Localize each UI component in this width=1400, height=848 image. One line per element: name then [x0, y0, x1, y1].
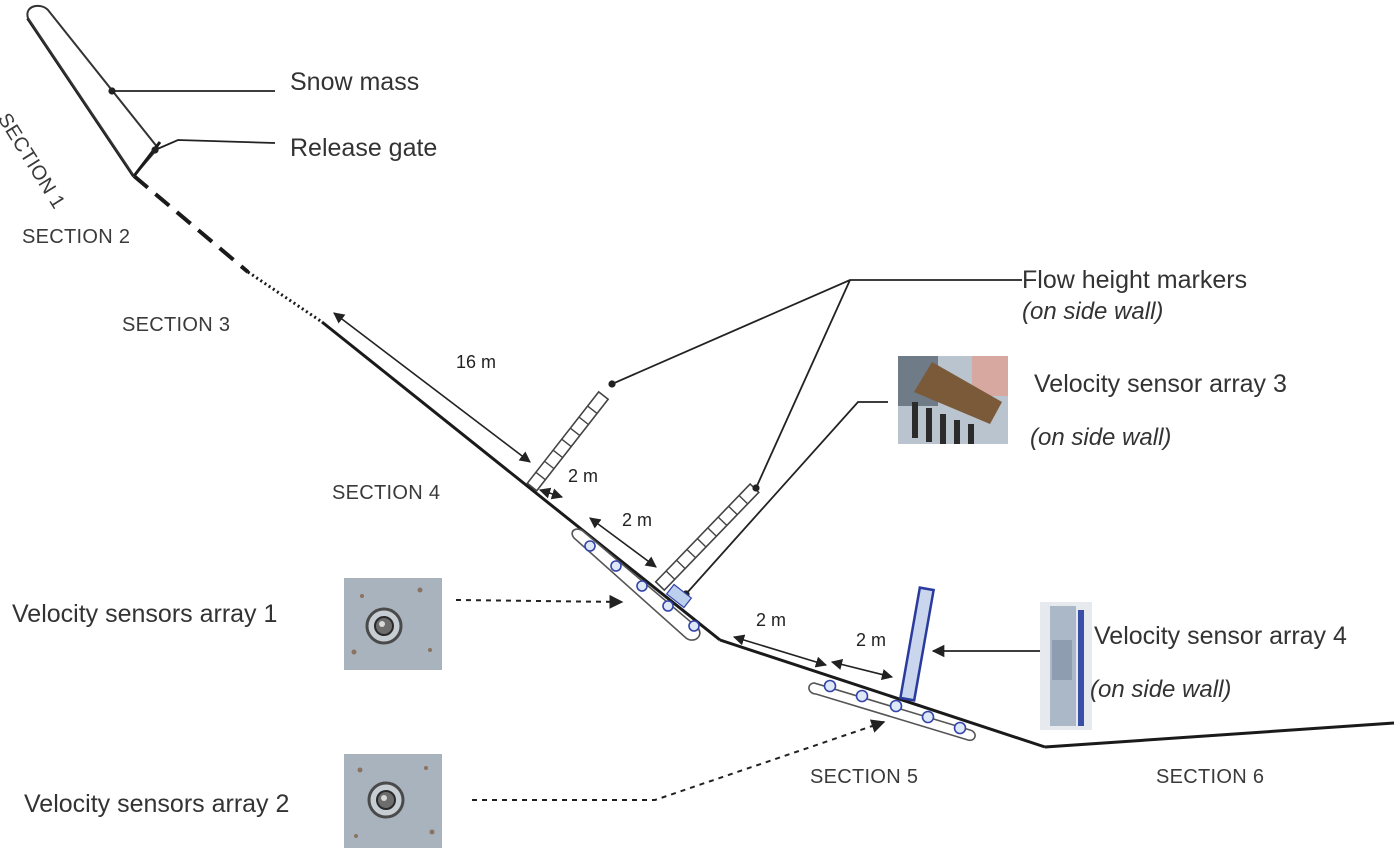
chute-section-5 [719, 638, 1046, 749]
vel3-sublabel: (on side wall) [1030, 424, 1172, 451]
dim-2m-b-arrow [589, 517, 657, 568]
section-5-label: SECTION 5 [810, 766, 919, 788]
dim-16m-arrow [333, 312, 531, 463]
release-gate-leader [151, 139, 276, 154]
sensor-plate-2 [808, 679, 976, 742]
flow-marker-ladder-1 [526, 390, 610, 492]
snow-mass-shape [26, 4, 160, 178]
flow-height-sublabel: (on side wall) [1022, 298, 1164, 325]
dim-2m-d-arrow [830, 659, 894, 680]
flow-height-leader-2 [752, 279, 851, 492]
section-3-label: SECTION 3 [122, 314, 231, 336]
dim-2m-c-arrow [732, 634, 828, 668]
vel1-label: Velocity sensors array 1 [12, 600, 278, 628]
vel4-sublabel: (on side wall) [1090, 676, 1232, 703]
section-6-label: SECTION 6 [1156, 766, 1265, 788]
dim-2m-b-label: 2 m [622, 510, 653, 530]
dim-16m-label: 16 m [456, 352, 497, 372]
sensor-photo-2-icon [344, 754, 442, 848]
vel4-sensor-bar [898, 586, 936, 702]
chute-section-6 [1044, 721, 1395, 749]
vel4-label: Velocity sensor array 4 [1094, 622, 1347, 650]
vel3-label: Velocity sensor array 3 [1034, 370, 1287, 398]
vel3-leader [682, 401, 888, 598]
dim-2m-d-label: 2 m [856, 630, 887, 650]
flow-marker-ladder-2 [654, 482, 760, 592]
section-4-label: SECTION 4 [332, 482, 441, 504]
dim-2m-a-arrow [538, 487, 564, 500]
dim-2m-a-label: 2 m [568, 466, 599, 486]
vel2-leader [472, 719, 886, 801]
vel2-label: Velocity sensors array 2 [24, 790, 290, 818]
vel1-leader [455, 594, 624, 609]
chute-section-2 [132, 174, 250, 274]
release-gate-label: Release gate [290, 134, 438, 162]
side-wall-sensor-photo-4-icon [1040, 602, 1092, 730]
section-2-label: SECTION 2 [22, 226, 131, 248]
sensor-photo-1-icon [344, 578, 442, 670]
side-wall-sensor-photo-3-icon [898, 356, 1008, 444]
chute-section-3 [247, 270, 323, 324]
flow-height-markers-label: Flow height markers [1022, 266, 1248, 294]
snow-mass-label: Snow mass [290, 68, 420, 96]
dim-2m-c-label: 2 m [756, 610, 787, 630]
sensor-plate-1 [571, 528, 701, 641]
